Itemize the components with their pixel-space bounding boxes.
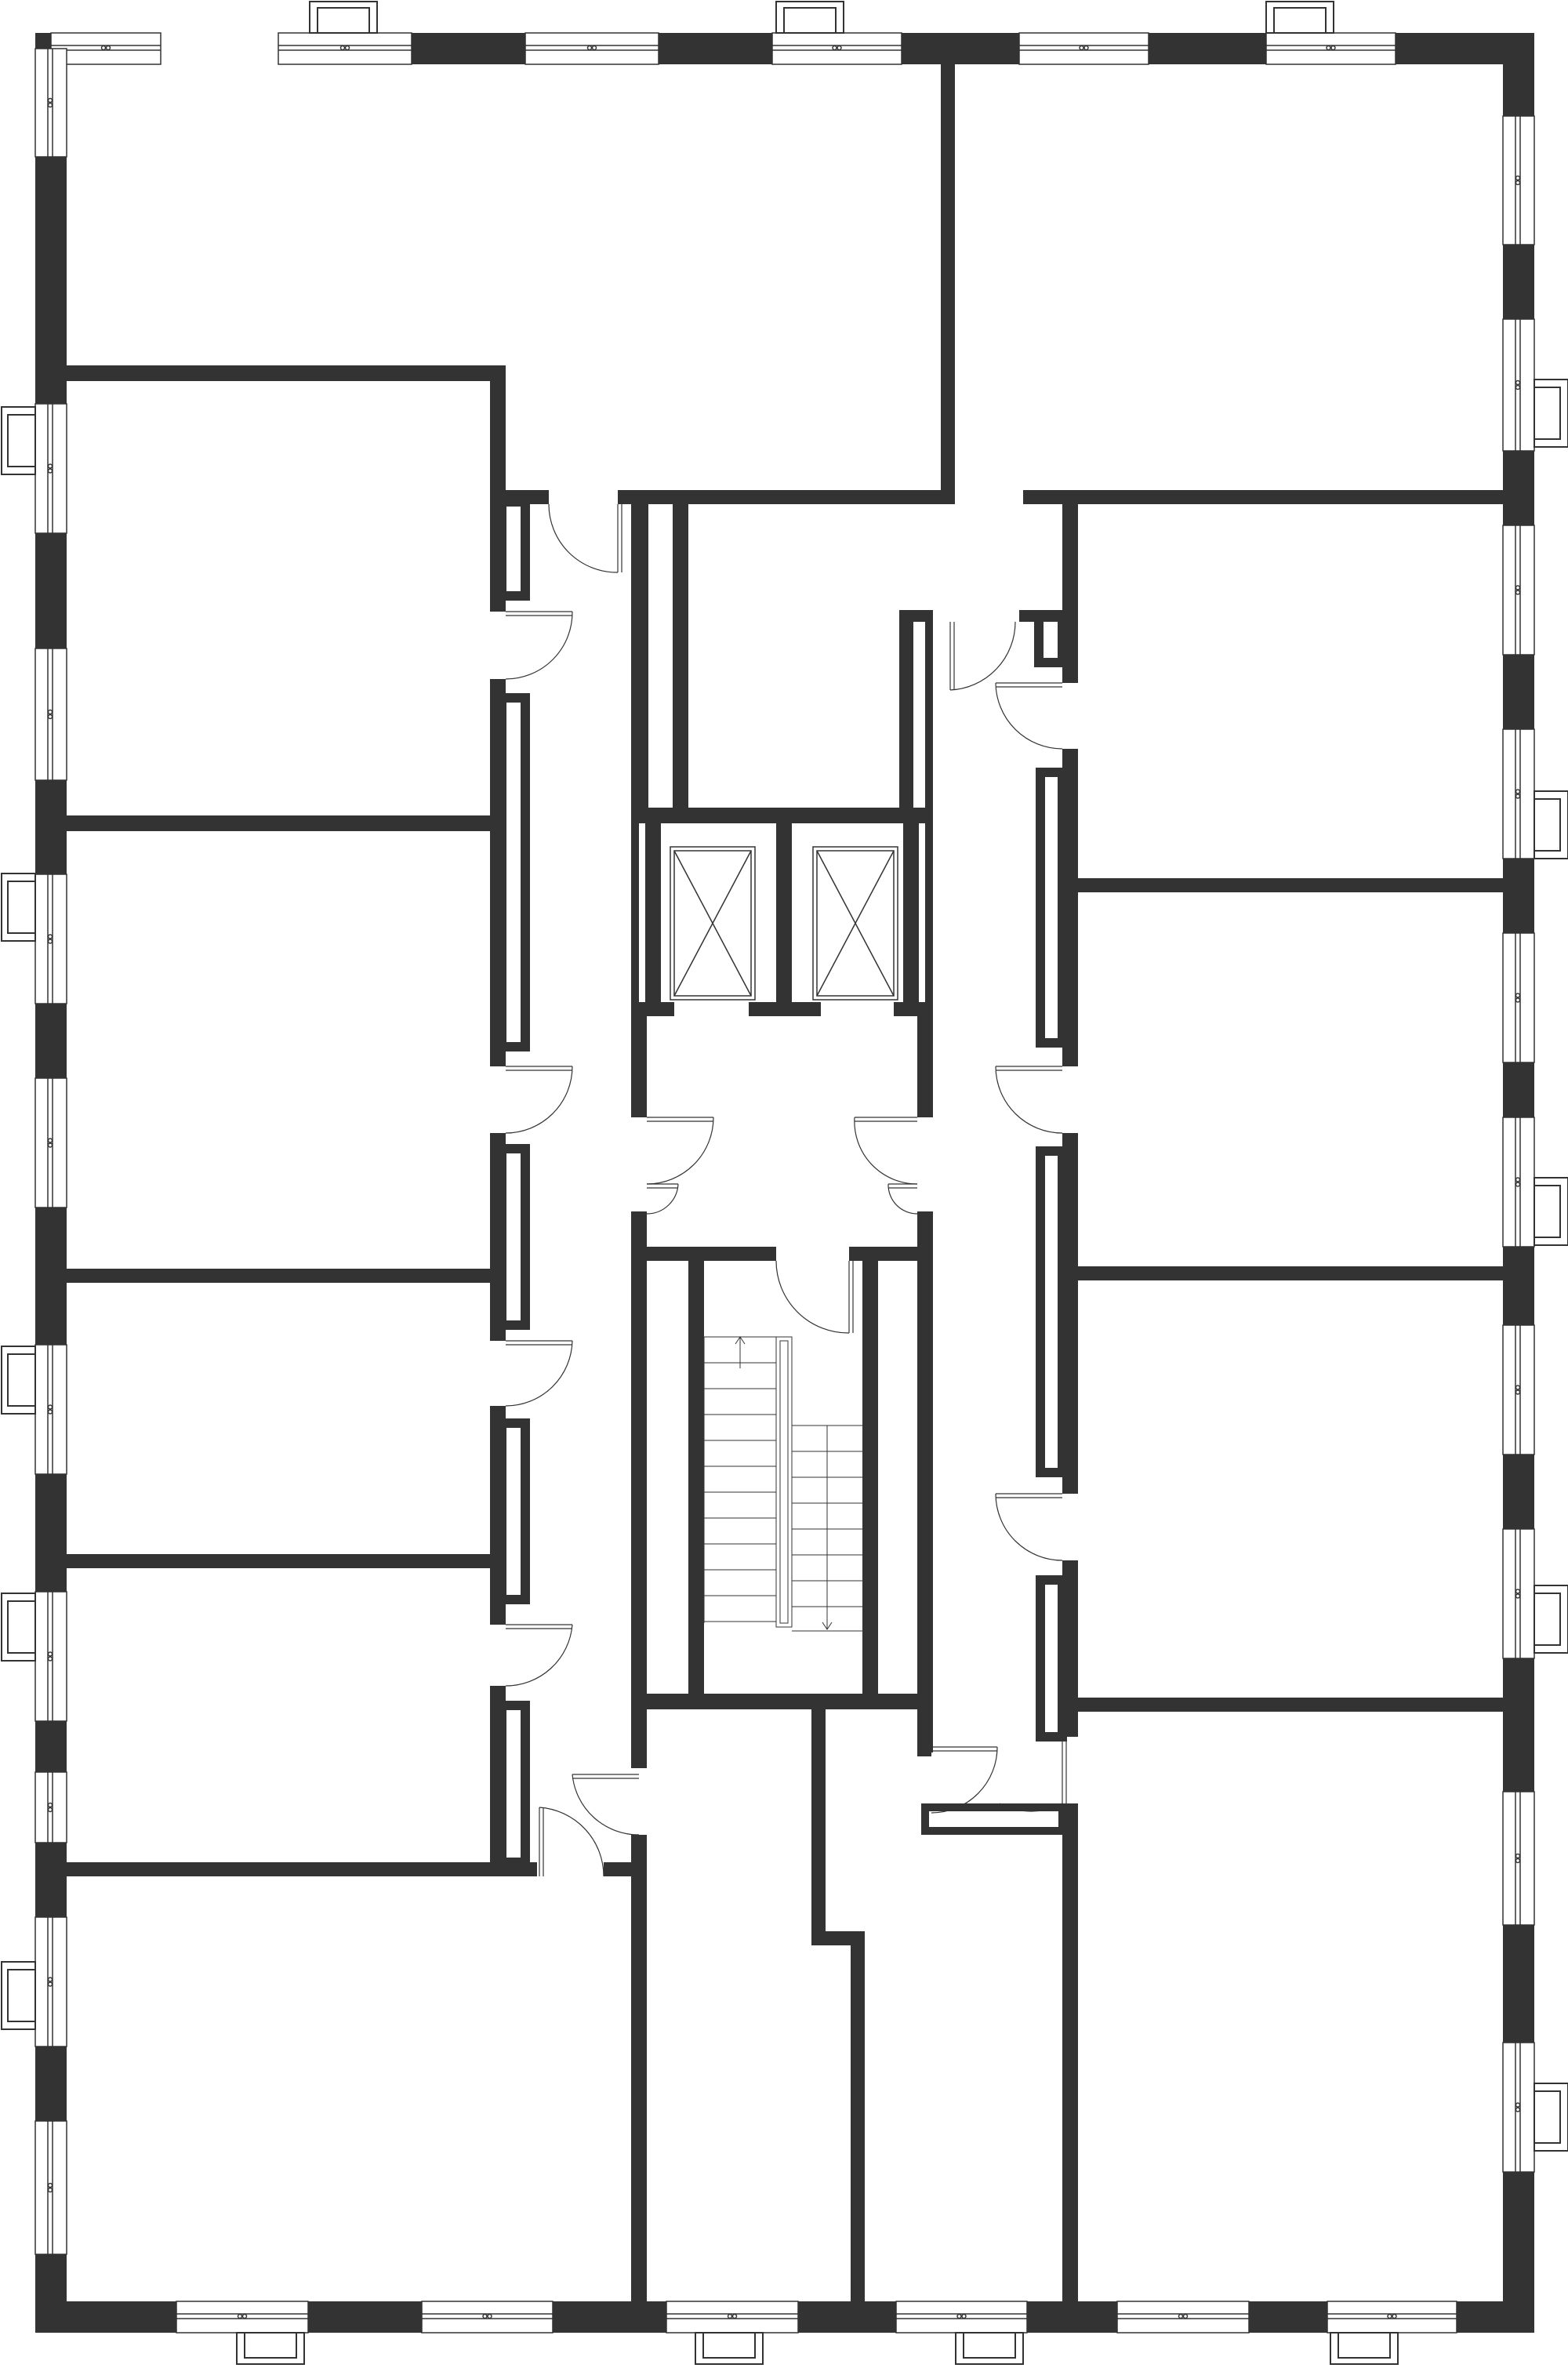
window (176, 2301, 309, 2333)
door-swing (949, 621, 1016, 691)
balcony (1, 873, 36, 942)
elevator-car-1 (670, 846, 756, 1001)
window (34, 2120, 67, 2255)
window (895, 2301, 1028, 2333)
window (34, 1591, 67, 1722)
door-swing (931, 1746, 998, 1814)
window (34, 403, 67, 534)
door-swing (854, 1117, 918, 1185)
door-swing (505, 1066, 573, 1134)
door-swing (505, 611, 573, 680)
door-swing (995, 1066, 1063, 1134)
elevators (670, 846, 898, 1001)
window (524, 32, 659, 65)
top-center-partitions (618, 64, 1503, 504)
balcony (1534, 2083, 1568, 2152)
left-partitions (67, 365, 549, 1876)
window (278, 32, 412, 65)
window (1265, 32, 1396, 65)
window (34, 1771, 67, 1843)
staircase (703, 1336, 862, 1632)
stair-flight-down (792, 1425, 862, 1632)
balcony (955, 2332, 1024, 2365)
door-swing (999, 1737, 1067, 1812)
door-swing (995, 682, 1063, 750)
balcony (1534, 379, 1568, 448)
balcony (775, 1, 844, 34)
balcony (1534, 1585, 1568, 1654)
balcony (1, 1961, 36, 2030)
balcony (1534, 1177, 1568, 1246)
window (1018, 32, 1149, 65)
elevator-car-2 (812, 846, 898, 1001)
balcony (695, 2332, 764, 2365)
window (34, 648, 67, 781)
window (1502, 115, 1535, 245)
window (421, 2301, 554, 2333)
exterior-wall (35, 33, 1534, 2333)
window (34, 48, 67, 158)
windows (34, 32, 1535, 2333)
window (1502, 318, 1535, 452)
door-swing (995, 1493, 1063, 1561)
door-swing (887, 1183, 918, 1215)
stair-flight-up (703, 1336, 777, 1623)
window (1502, 932, 1535, 1063)
balcony (309, 1, 378, 34)
door-swing (505, 1340, 573, 1407)
window (1502, 1791, 1535, 1926)
stair-handrail (775, 1336, 793, 1628)
window (1502, 1528, 1535, 1659)
right-partitions (921, 490, 1503, 2301)
window (34, 873, 67, 1004)
window (34, 1077, 67, 1208)
window (1502, 728, 1535, 859)
window (1502, 1117, 1535, 1248)
window (1502, 1324, 1535, 1455)
central-core (604, 502, 933, 2301)
door-swing (646, 1117, 714, 1185)
balcony (1265, 1, 1334, 34)
balcony (236, 2332, 305, 2365)
window (34, 1344, 67, 1475)
door-swing (548, 503, 622, 573)
balcony (1, 406, 36, 475)
window (50, 32, 162, 65)
door-swing (646, 1183, 679, 1215)
balcony (1534, 790, 1568, 859)
walls (35, 33, 1534, 2333)
door-swing (505, 1624, 573, 1687)
window (1502, 525, 1535, 656)
door-swing (775, 1260, 854, 1334)
doors (505, 503, 1067, 1877)
door-swing (539, 1807, 604, 1877)
door-swing (572, 1774, 640, 1836)
window (1327, 2301, 1457, 2333)
window (34, 1916, 67, 2047)
window (1116, 2301, 1250, 2333)
balcony (1, 1346, 36, 1415)
window (666, 2301, 799, 2333)
balcony (1330, 2332, 1399, 2365)
window (771, 32, 902, 65)
window (1502, 2042, 1535, 2173)
balcony (1, 1593, 36, 1662)
